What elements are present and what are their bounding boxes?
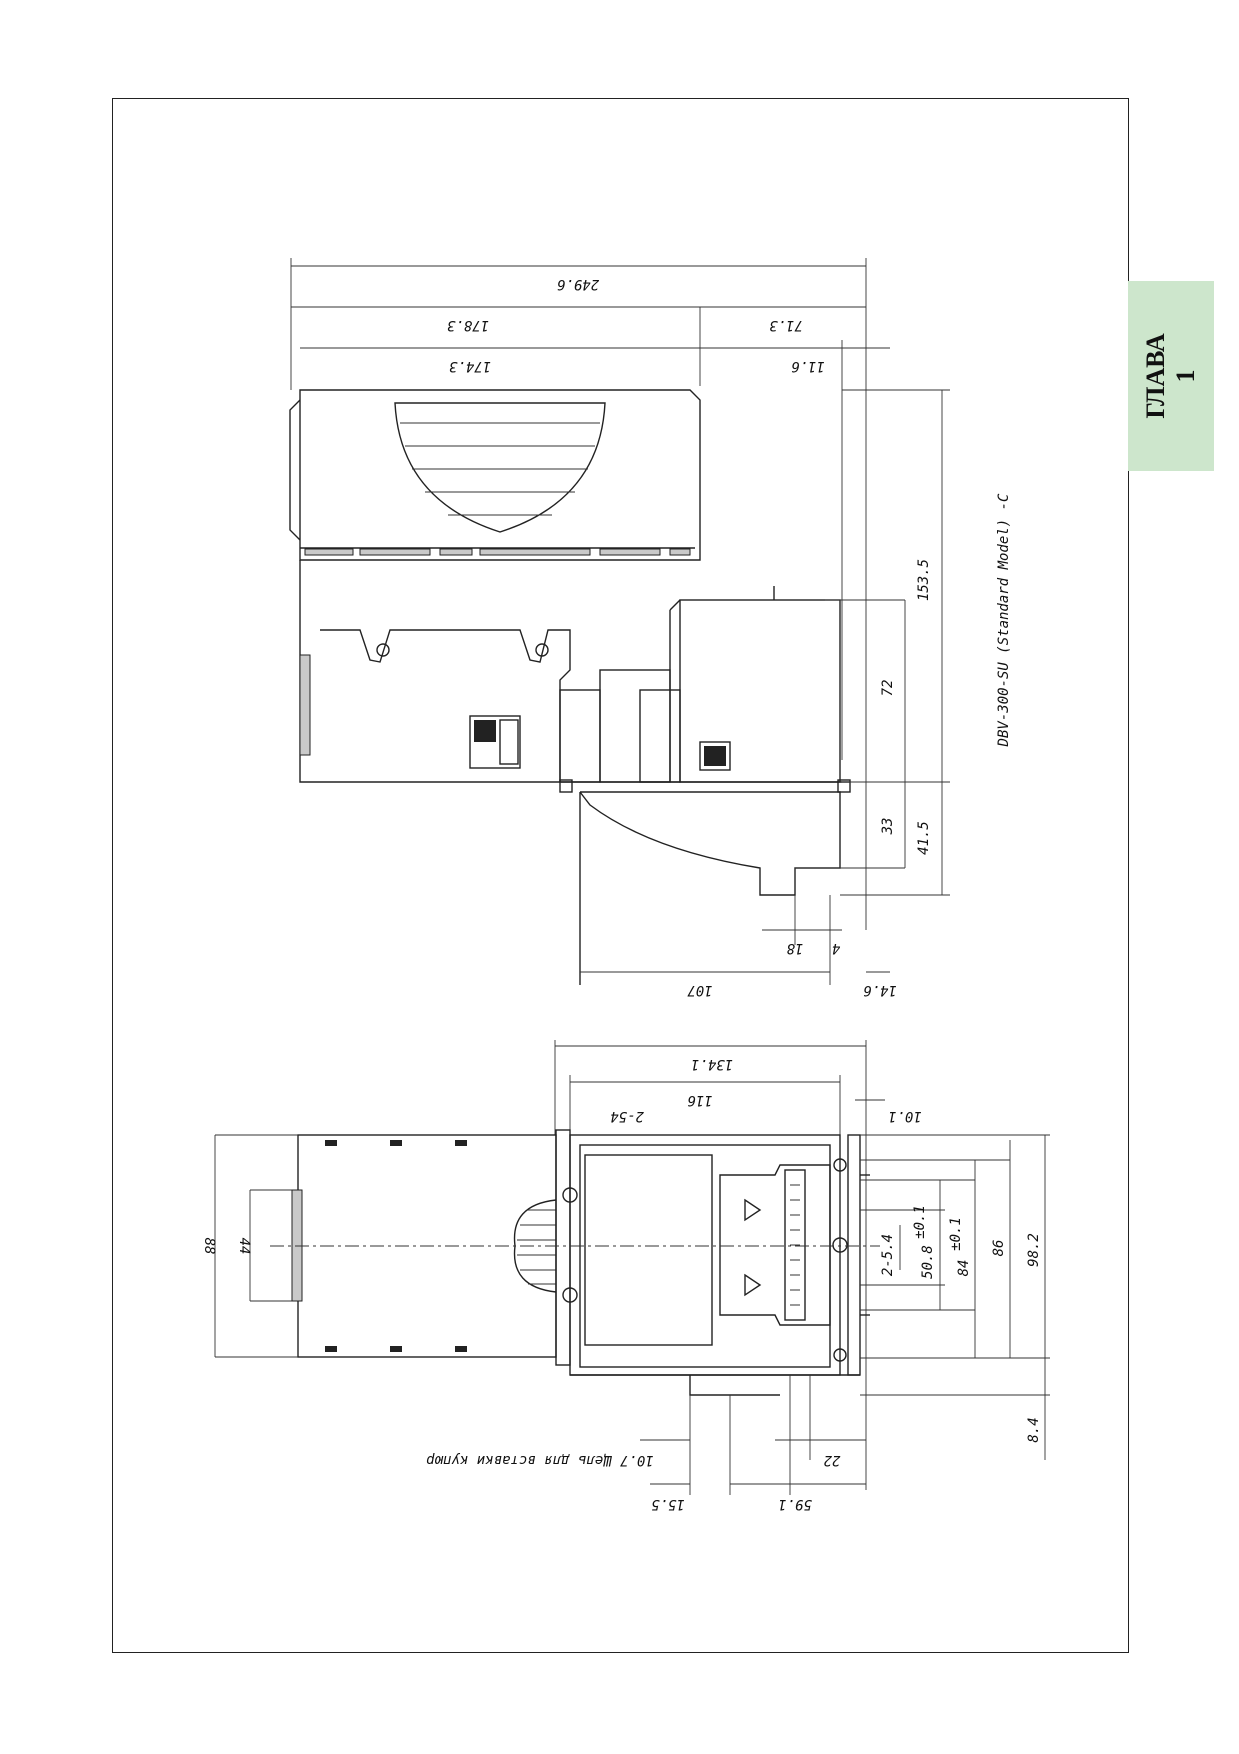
dim-depth-107: 107 <box>687 982 713 998</box>
dim-height-total: 153.5 <box>916 559 932 601</box>
dim-length-a: 178.3 <box>447 317 489 333</box>
dim-height-low: 33 <box>880 818 896 836</box>
dim-hole-2-5-4: 2-5.4 <box>880 1234 896 1276</box>
dim-depth-15-5: 15.5 <box>651 1496 685 1512</box>
dim-length-b: 174.3 <box>449 358 491 374</box>
dim-height-44: 44 <box>236 1238 252 1255</box>
dim-pitch-84-tol: ±0.1 <box>948 1217 964 1251</box>
dim-depth-22: 22 <box>824 1452 841 1468</box>
dim-height-98-2: 98.2 <box>1026 1233 1042 1267</box>
dim-pitch-50-8-tol: ±0.1 <box>912 1205 928 1239</box>
dim-width-116: 116 <box>687 1092 712 1108</box>
dim-offset-right: 71.3 <box>769 317 803 333</box>
dim-pitch-50-8: 50.8 <box>920 1245 936 1279</box>
dim-height-bottom: 41.5 <box>916 821 932 855</box>
side-view <box>289 258 950 985</box>
page-border <box>112 98 1129 1653</box>
dim-depth-18: 18 <box>787 940 804 956</box>
dim-depth-4: 4 <box>832 940 840 956</box>
dim-height-88: 88 <box>201 1238 217 1255</box>
dim-height-8-4: 8.4 <box>1026 1417 1042 1442</box>
chapter-tab: ГЛАВА 1 <box>1128 281 1214 471</box>
slot-note: 10.7 Щель для вставки купюр <box>426 1452 654 1468</box>
dim-depth-14-6: 14.6 <box>863 982 897 998</box>
dim-hole-2-54: 2-54 <box>610 1108 644 1124</box>
dim-width-134-1: 134.1 <box>691 1056 733 1072</box>
dim-height-mid: 72 <box>880 680 896 697</box>
model-caption: DBV-300-SU (Standard Model) -C <box>996 493 1012 747</box>
top-view <box>214 1040 1050 1495</box>
dim-offset-small: 11.6 <box>791 358 825 374</box>
dim-offset-10-1: 10.1 <box>888 1108 922 1124</box>
dim-overall-length: 249.6 <box>557 276 599 292</box>
dim-height-86: 86 <box>991 1240 1007 1257</box>
dim-pitch-84: 84 <box>956 1260 972 1277</box>
dim-depth-59-1: 59.1 <box>778 1496 812 1512</box>
